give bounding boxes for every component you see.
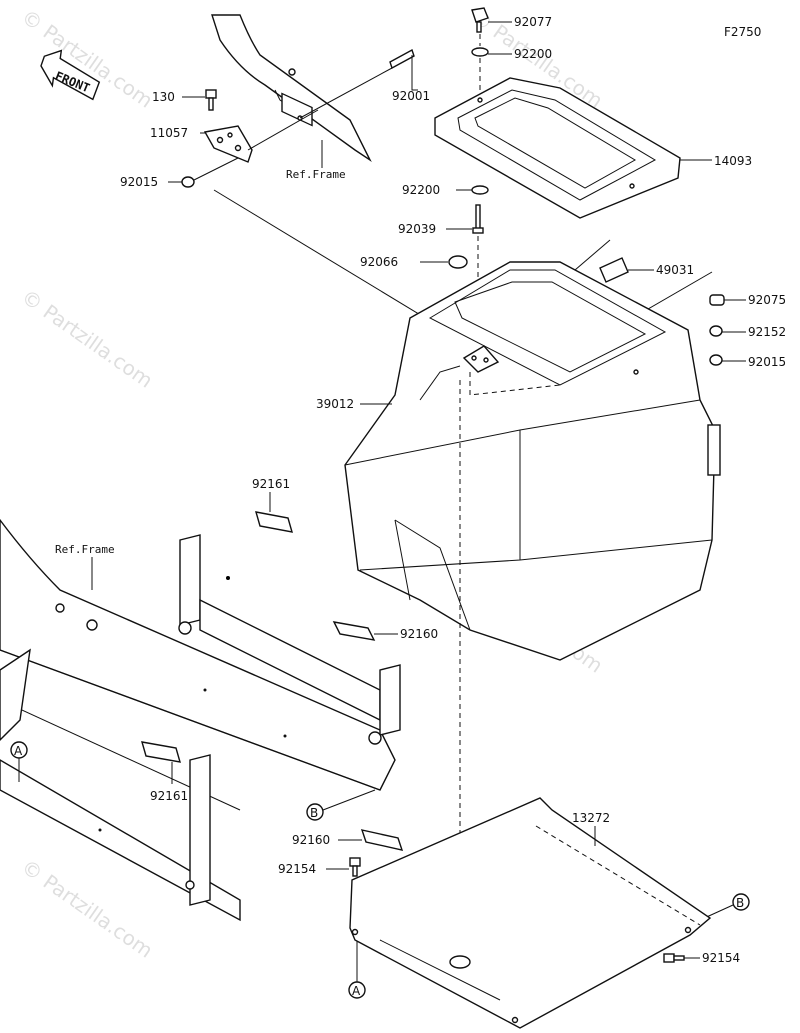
part-92001-label: 92001	[392, 89, 430, 103]
bolt-92001	[299, 48, 415, 119]
cap-92066	[448, 255, 468, 269]
callout-b-right: B	[699, 893, 750, 921]
part-39012-label: 39012	[316, 397, 354, 411]
watermark-7: © Partzilla.com	[17, 854, 157, 962]
part-92015-right-label: 92015	[748, 355, 786, 369]
pad-92161-top	[255, 511, 293, 533]
callout-b-right-text: B	[736, 896, 744, 910]
collar-92152	[709, 325, 723, 337]
part-92161-bottom-label: 92161	[150, 789, 188, 803]
latch-49031	[599, 257, 629, 283]
bracket-11057	[203, 125, 253, 163]
skid-plate-13272	[349, 797, 712, 1029]
pin-92039	[472, 204, 484, 234]
pad-92160-top	[332, 621, 376, 641]
part-92075-label: 92075	[748, 293, 786, 307]
knob-92077	[471, 7, 489, 33]
washer-92200-mid	[471, 185, 489, 195]
part-92200-top-label: 92200	[514, 47, 552, 61]
part-92077-label: 92077	[514, 15, 552, 29]
callout-b-left: B	[306, 789, 376, 821]
part-130-label: 130	[152, 90, 175, 104]
nut-92015-left	[181, 176, 195, 188]
washer-92200-top	[471, 47, 489, 57]
lid-14093	[434, 77, 681, 219]
part-92200-mid-label: 92200	[402, 183, 440, 197]
ref-frame-label-top: Ref.Frame	[286, 168, 346, 181]
bolt-130	[205, 89, 217, 111]
part-92152-label: 92152	[748, 325, 786, 339]
ref-frame-label-lower: Ref.Frame	[55, 543, 115, 556]
part-92066-label: 92066	[360, 255, 398, 269]
part-49031-label: 49031	[656, 263, 694, 277]
frame-lower	[0, 518, 401, 922]
part-92154-right-label: 92154	[702, 951, 740, 965]
cargo-box-39012	[344, 261, 721, 661]
part-11057-label: 11057	[150, 126, 188, 140]
callout-a-left: A	[10, 741, 28, 782]
part-13272-label: 13272	[572, 811, 610, 825]
part-92154-left-label: 92154	[278, 862, 316, 876]
callout-a-bottom-text: A	[352, 984, 361, 998]
part-92039-label: 92039	[398, 222, 436, 236]
part-92160-top-label: 92160	[400, 627, 438, 641]
part-92015-left-label: 92015	[120, 175, 158, 189]
part-14093-label: 14093	[714, 154, 752, 168]
bolt-92154-right	[663, 953, 685, 963]
pad-92161-bottom	[141, 741, 181, 763]
pad-92160-bottom	[360, 829, 404, 851]
watermark-3: © Partzilla.com	[17, 284, 157, 392]
bolt-92154-left	[349, 857, 361, 877]
part-92161-top-label: 92161	[252, 477, 290, 491]
callout-a-bottom: A	[348, 940, 366, 999]
grommet-92075	[709, 294, 725, 306]
part-92160-bottom-label: 92160	[292, 833, 330, 847]
figure-id: F2750	[724, 25, 761, 39]
nut-92015-right	[709, 354, 723, 366]
callout-a-left-text: A	[14, 744, 23, 758]
callout-b-left-text: B	[310, 806, 318, 820]
